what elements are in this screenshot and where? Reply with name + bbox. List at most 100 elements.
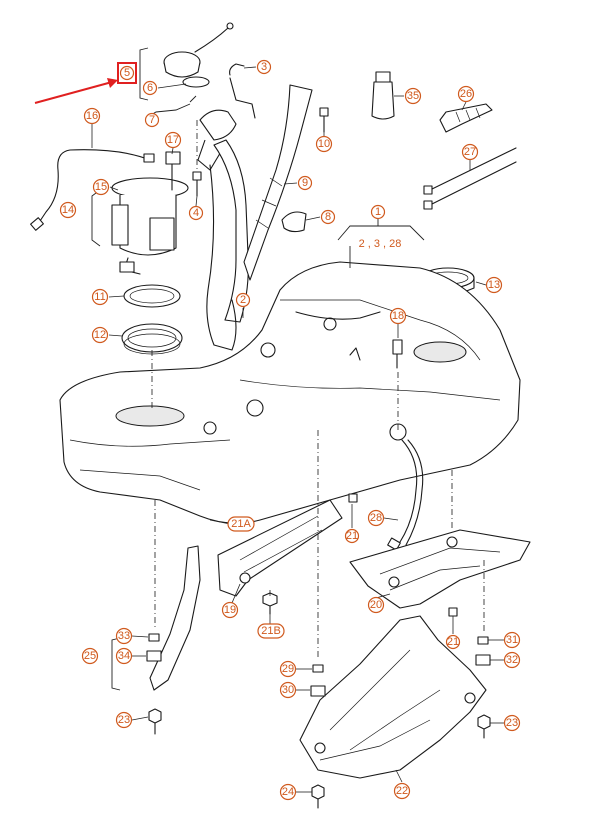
callout-9[interactable]: 9 (297, 175, 313, 191)
svg-text:21: 21 (447, 636, 459, 648)
fastener-stack-middle (310, 664, 326, 809)
svg-text:11: 11 (94, 291, 105, 303)
svg-text:22: 22 (396, 785, 408, 797)
callout-29[interactable]: 29 (279, 660, 297, 678)
svg-text:27: 27 (464, 146, 476, 158)
seal-ring (182, 76, 210, 88)
callout-22[interactable]: 22 (393, 782, 411, 800)
callout-1[interactable]: 1 (370, 204, 386, 220)
callout-23-right[interactable]: 23 (503, 714, 521, 732)
cable-ties (423, 147, 517, 210)
svg-text:32: 32 (506, 654, 518, 666)
connector (165, 151, 181, 165)
callout-28[interactable]: 28 (367, 509, 385, 527)
callout-10[interactable]: 10 (315, 135, 333, 153)
callout-15[interactable]: 15 (92, 178, 110, 196)
svg-text:17: 17 (167, 134, 179, 146)
callout-19[interactable]: 19 (221, 601, 239, 619)
callout-21a[interactable]: 21A (227, 516, 255, 532)
svg-text:9: 9 (302, 177, 308, 189)
callout-5[interactable]: 5 (117, 62, 137, 84)
svg-text:10: 10 (318, 138, 330, 150)
callout-27[interactable]: 27 (461, 143, 479, 161)
fuel-pump (111, 159, 189, 275)
fluid-bottle (371, 71, 395, 120)
lock-ring (123, 284, 181, 308)
callout-21-lower[interactable]: 21 (445, 634, 461, 650)
underbody-guard-front (349, 529, 531, 609)
svg-text:19: 19 (224, 604, 236, 616)
svg-text:23: 23 (506, 717, 518, 729)
svg-text:7: 7 (149, 114, 155, 126)
callout-18[interactable]: 18 (389, 307, 407, 325)
svg-text:21: 21 (346, 530, 358, 542)
group-label-2-3-28: 2 , 3 , 28 (359, 238, 402, 250)
svg-text:13: 13 (488, 279, 500, 291)
svg-text:28: 28 (370, 512, 382, 524)
fuel-cap (163, 22, 234, 78)
fastener-stack-left (146, 633, 162, 735)
callout-12[interactable]: 12 (91, 326, 109, 344)
svg-text:25: 25 (84, 650, 96, 662)
bolt-10 (319, 107, 329, 133)
callout-13[interactable]: 13 (485, 276, 503, 294)
callout-24[interactable]: 24 (279, 783, 297, 801)
svg-text:6: 6 (147, 82, 153, 94)
svg-text:15: 15 (95, 181, 107, 193)
callout-3[interactable]: 3 (256, 59, 272, 75)
hose-clip (281, 211, 307, 233)
callout-26[interactable]: 26 (457, 85, 475, 103)
svg-text:21B: 21B (261, 625, 281, 637)
svg-text:14: 14 (62, 204, 74, 216)
highlight-arrow (34, 78, 118, 104)
leader-lines (91, 66, 504, 793)
svg-text:20: 20 (370, 599, 382, 611)
bolt-21b (262, 592, 278, 615)
callout-8[interactable]: 8 (320, 209, 336, 225)
underbody-guard-rear (299, 615, 487, 779)
sensor-wire-3 (229, 63, 256, 119)
callout-20[interactable]: 20 (367, 596, 385, 614)
callout-2[interactable]: 2 (235, 292, 251, 308)
svg-text:8: 8 (325, 211, 331, 223)
callout-6[interactable]: 6 (142, 80, 158, 96)
callout-14[interactable]: 14 (59, 201, 77, 219)
callout-7[interactable]: 7 (144, 112, 160, 128)
callout-21[interactable]: 21 (344, 528, 360, 544)
svg-text:12: 12 (94, 329, 106, 341)
svg-text:3: 3 (261, 61, 267, 73)
callout-31[interactable]: 31 (503, 631, 521, 649)
callout-35[interactable]: 35 (404, 87, 422, 105)
svg-text:30: 30 (282, 684, 294, 696)
callout-16[interactable]: 16 (83, 107, 101, 125)
svg-text:5: 5 (124, 67, 130, 79)
bolt-18 (392, 339, 403, 369)
callout-4[interactable]: 4 (188, 205, 204, 221)
svg-text:2: 2 (240, 294, 246, 306)
svg-text:16: 16 (86, 110, 98, 122)
callout-30[interactable]: 30 (279, 681, 297, 699)
callout-25[interactable]: 25 (81, 647, 99, 665)
heat-shield (243, 84, 313, 281)
sensor-cable (30, 149, 155, 231)
vent-hose (387, 439, 424, 551)
svg-text:1: 1 (375, 206, 381, 218)
callout-33[interactable]: 33 (115, 627, 133, 645)
callout-21b[interactable]: 21B (257, 623, 285, 639)
filler-neck (197, 109, 249, 351)
svg-text:4: 4 (193, 207, 199, 219)
svg-text:35: 35 (407, 90, 419, 102)
callout-32[interactable]: 32 (503, 651, 521, 669)
callout-11[interactable]: 11 (91, 288, 109, 306)
tank-strap-bracket (217, 499, 343, 597)
callout-23-left[interactable]: 23 (115, 711, 133, 729)
callout-17[interactable]: 17 (164, 131, 182, 149)
svg-text:24: 24 (282, 786, 294, 798)
callout-34[interactable]: 34 (115, 647, 133, 665)
svg-text:23: 23 (118, 714, 130, 726)
bolt-4 (192, 171, 202, 197)
svg-text:26: 26 (460, 88, 472, 100)
svg-text:33: 33 (118, 630, 130, 642)
assembly-lines (151, 120, 485, 660)
svg-text:29: 29 (282, 663, 294, 675)
